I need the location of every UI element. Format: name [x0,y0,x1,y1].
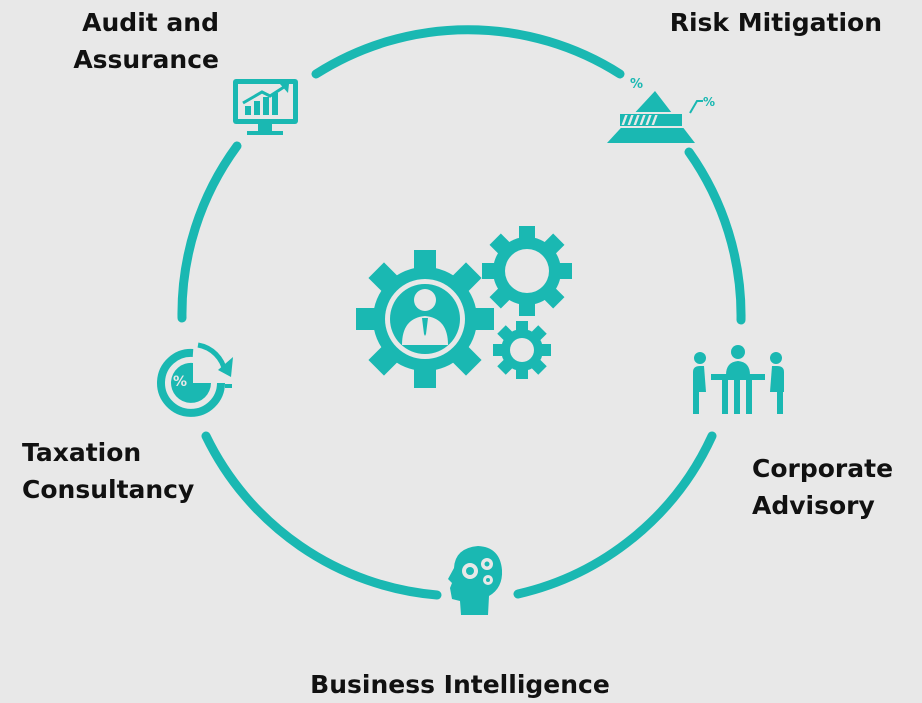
label-line: Risk Mitigation [669,8,882,37]
label-corporate-advisory: Corporate Advisory [752,450,893,524]
label-line: Business Intelligence [310,670,610,699]
svg-text:%: % [703,95,715,109]
svg-text:%: % [173,374,187,390]
head-gears-icon [448,546,503,615]
ring-arc-corporate-business [513,431,717,599]
pyramid-percent-icon: % % [607,77,715,143]
label-audit-and-assurance: Audit and Assurance [73,4,219,78]
ring [177,25,746,600]
label-line: Assurance [73,45,219,74]
monitor-chart-icon [233,79,298,135]
label-risk-mitigation: Risk Mitigation [670,4,882,41]
label-line: Corporate [752,454,894,483]
ring-arc-business-taxation [201,431,442,600]
label-business-intelligence: Business Intelligence [260,666,660,703]
label-line: Consultancy [22,475,195,504]
top-right-gear [482,226,572,316]
label-taxation-consultancy: Taxation Consultancy [22,434,194,508]
meeting-table-icon [693,345,784,414]
svg-text:%: % [630,77,643,92]
ring-arc-audit-risk [311,25,625,79]
label-line: Advisory [752,491,875,520]
gears-with-businessman-icon [356,226,572,388]
percent-cycle-icon: % [157,342,233,417]
bottom-right-gear [493,321,551,379]
ring-arc-taxation-audit [177,141,242,323]
label-line: Taxation [22,438,142,467]
ring-arc-risk-corporate [684,147,746,325]
large-gear [356,250,494,388]
label-line: Audit and [82,8,219,37]
